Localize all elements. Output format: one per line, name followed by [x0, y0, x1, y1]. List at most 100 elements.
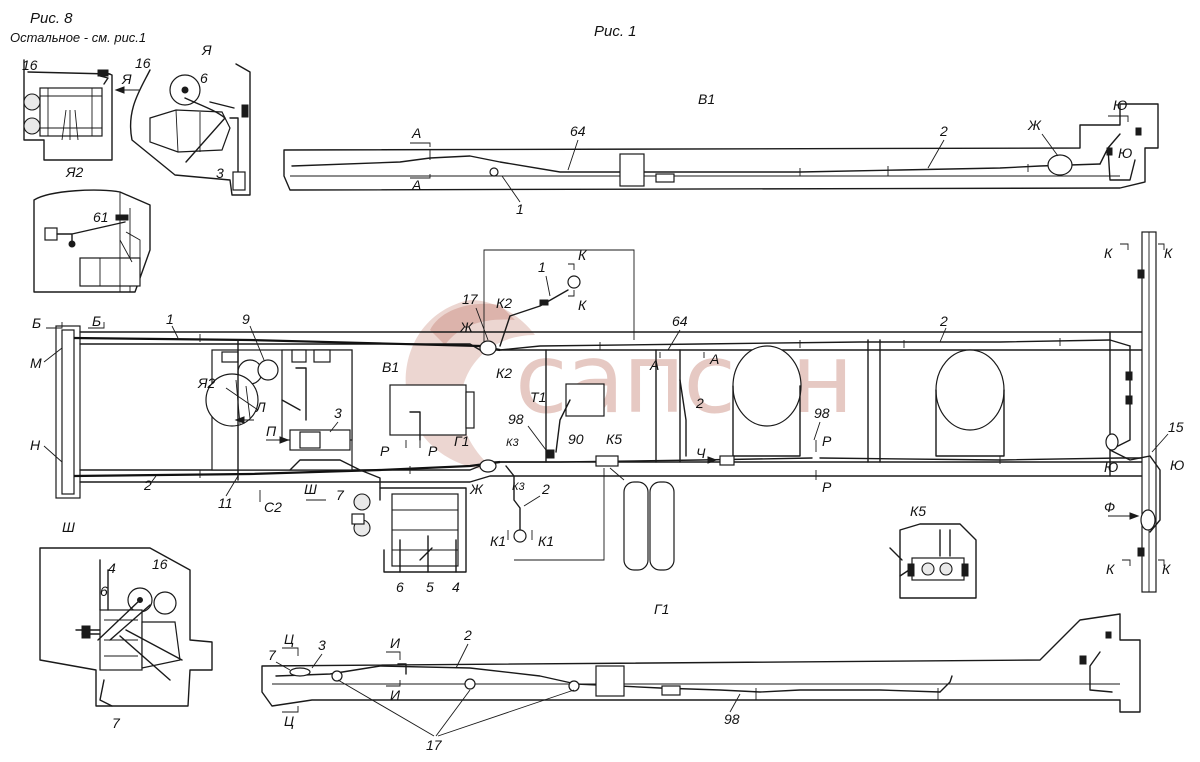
label-16-fig8: 16 [22, 57, 38, 73]
label-a-main-right: А [709, 351, 719, 367]
label-k2-top: К2 [496, 295, 512, 311]
view-ya2-title: Я2 [65, 164, 84, 180]
label-ya-arrow: Я [121, 71, 132, 87]
label-ya2-main: Я2 [197, 375, 216, 391]
label-7-g1: 7 [268, 647, 277, 663]
label-k-top: К [578, 247, 587, 263]
label-m: М [30, 355, 42, 371]
label-ch: Ч [696, 445, 706, 461]
label-k-rear-left: К [1104, 245, 1113, 261]
label-1-v1: 1 [516, 201, 524, 217]
label-p-right2: Р [822, 479, 832, 495]
view-k5-title: К5 [910, 503, 926, 519]
label-2-v1: 2 [939, 123, 948, 139]
label-9: 9 [242, 311, 250, 327]
label-ts-top: Ц [284, 631, 294, 647]
label-yu-main-left: Ю [1104, 459, 1118, 475]
label-16-ya: 16 [135, 55, 151, 71]
label-7-sh: 7 [112, 715, 121, 731]
label-15: 15 [1168, 419, 1184, 435]
label-i-top: И [390, 635, 401, 651]
view-v1-rail [283, 103, 1159, 191]
label-sh-main: Ш [304, 481, 317, 497]
label-4-main: 4 [452, 579, 460, 595]
label-a-bottom: А [411, 177, 421, 193]
label-6-sh: 6 [100, 583, 108, 599]
label-zh-top: Ж [459, 319, 474, 335]
label-c2: С2 [264, 499, 282, 515]
label-61: 61 [93, 209, 109, 225]
label-5: 5 [426, 579, 434, 595]
label-98-rear: 98 [814, 405, 830, 421]
label-1-k2: 1 [538, 259, 546, 275]
label-yu-main-right: Ю [1170, 457, 1184, 473]
label-f: Ф [1104, 499, 1115, 515]
label-3-main: 3 [334, 405, 342, 421]
label-16-sh: 16 [152, 556, 168, 572]
label-p-left: Р [380, 443, 390, 459]
label-v1-main: В1 [382, 359, 399, 375]
view-sh-title: Ш [62, 519, 75, 535]
label-4-sh: 4 [108, 560, 116, 576]
label-k-rear-br: К [1162, 561, 1171, 577]
fig8-note: Остальное - см. рис.1 [10, 30, 146, 45]
label-k-rear-right: К [1164, 245, 1173, 261]
label-11: 11 [218, 495, 233, 511]
view-g1-rail [261, 613, 1141, 713]
label-k1-right: К1 [538, 533, 554, 549]
label-k2-bottom: К2 [496, 365, 512, 381]
view-ya-detail [129, 63, 251, 196]
label-l: Л [255, 399, 266, 415]
view-v1-title: В1 [698, 91, 715, 107]
label-ts-bottom: Ц [284, 713, 294, 729]
fig8-detail [23, 59, 140, 161]
label-64-v1: 64 [570, 123, 586, 139]
label-17-main: 17 [462, 291, 479, 307]
label-p-right: Р [822, 433, 832, 449]
label-zh-v1: Ж [1027, 117, 1042, 133]
label-pe: П [266, 423, 277, 439]
view-sh-detail [39, 547, 213, 707]
label-k3-b: К3 [512, 481, 525, 493]
label-zh-bottom: Ж [469, 481, 484, 497]
main-chassis [55, 231, 1161, 593]
label-1-main: 1 [166, 311, 174, 327]
view-k5-detail [889, 523, 977, 599]
label-2-k1: 2 [541, 481, 550, 497]
label-7-main: 7 [336, 487, 345, 503]
label-k-rear-bl: К [1106, 561, 1115, 577]
watermark-text: сапсан [515, 323, 852, 435]
label-n: Н [30, 437, 41, 453]
label-64-main: 64 [672, 313, 688, 329]
label-2-g1: 2 [463, 627, 472, 643]
label-17-g1: 17 [426, 737, 443, 753]
label-3-ya: 3 [216, 165, 224, 181]
view-g1-title: Г1 [654, 601, 669, 617]
label-b-left: Б [32, 315, 41, 331]
label-k5-main: К5 [606, 431, 622, 447]
label-k3-a: К3 [506, 437, 519, 449]
label-6-ya: 6 [200, 70, 208, 86]
fig8-title: Рис. 8 [30, 10, 73, 27]
label-2-main-rear: 2 [939, 313, 948, 329]
label-yu-v1-right: Ю [1118, 145, 1132, 161]
label-2-mid: 2 [695, 395, 704, 411]
label-6-main: 6 [396, 579, 404, 595]
label-90: 90 [568, 431, 584, 447]
label-2-main-front: 2 [143, 477, 152, 493]
label-a-top: А [411, 125, 421, 141]
label-k1-left: К1 [490, 533, 506, 549]
label-98-g1: 98 [724, 711, 740, 727]
label-b-right: Б [92, 313, 101, 329]
label-yu-v1-top: Ю [1113, 97, 1127, 113]
view-ya-title: Я [201, 42, 212, 58]
view-ya2-detail [33, 189, 151, 293]
label-p-left2: Р [428, 443, 438, 459]
label-g1-main: Г1 [454, 433, 469, 449]
label-3-g1: 3 [318, 637, 326, 653]
label-k-bottom: К [578, 297, 587, 313]
label-i-bottom: И [390, 687, 401, 703]
label-t1: Т1 [530, 389, 546, 405]
